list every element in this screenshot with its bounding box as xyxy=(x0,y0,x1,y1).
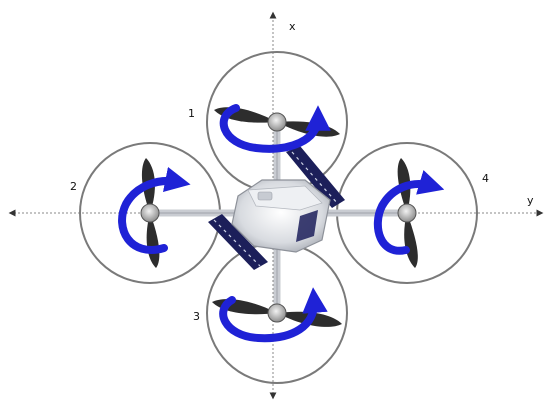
axis-y-label: y xyxy=(527,194,534,207)
rotor-label-2: 2 xyxy=(70,180,77,193)
rotor-label-3: 3 xyxy=(193,310,200,323)
rotor-label-1: 1 xyxy=(188,107,195,120)
axis-x-label: x xyxy=(289,20,296,33)
rotor-label-4: 4 xyxy=(482,172,489,185)
